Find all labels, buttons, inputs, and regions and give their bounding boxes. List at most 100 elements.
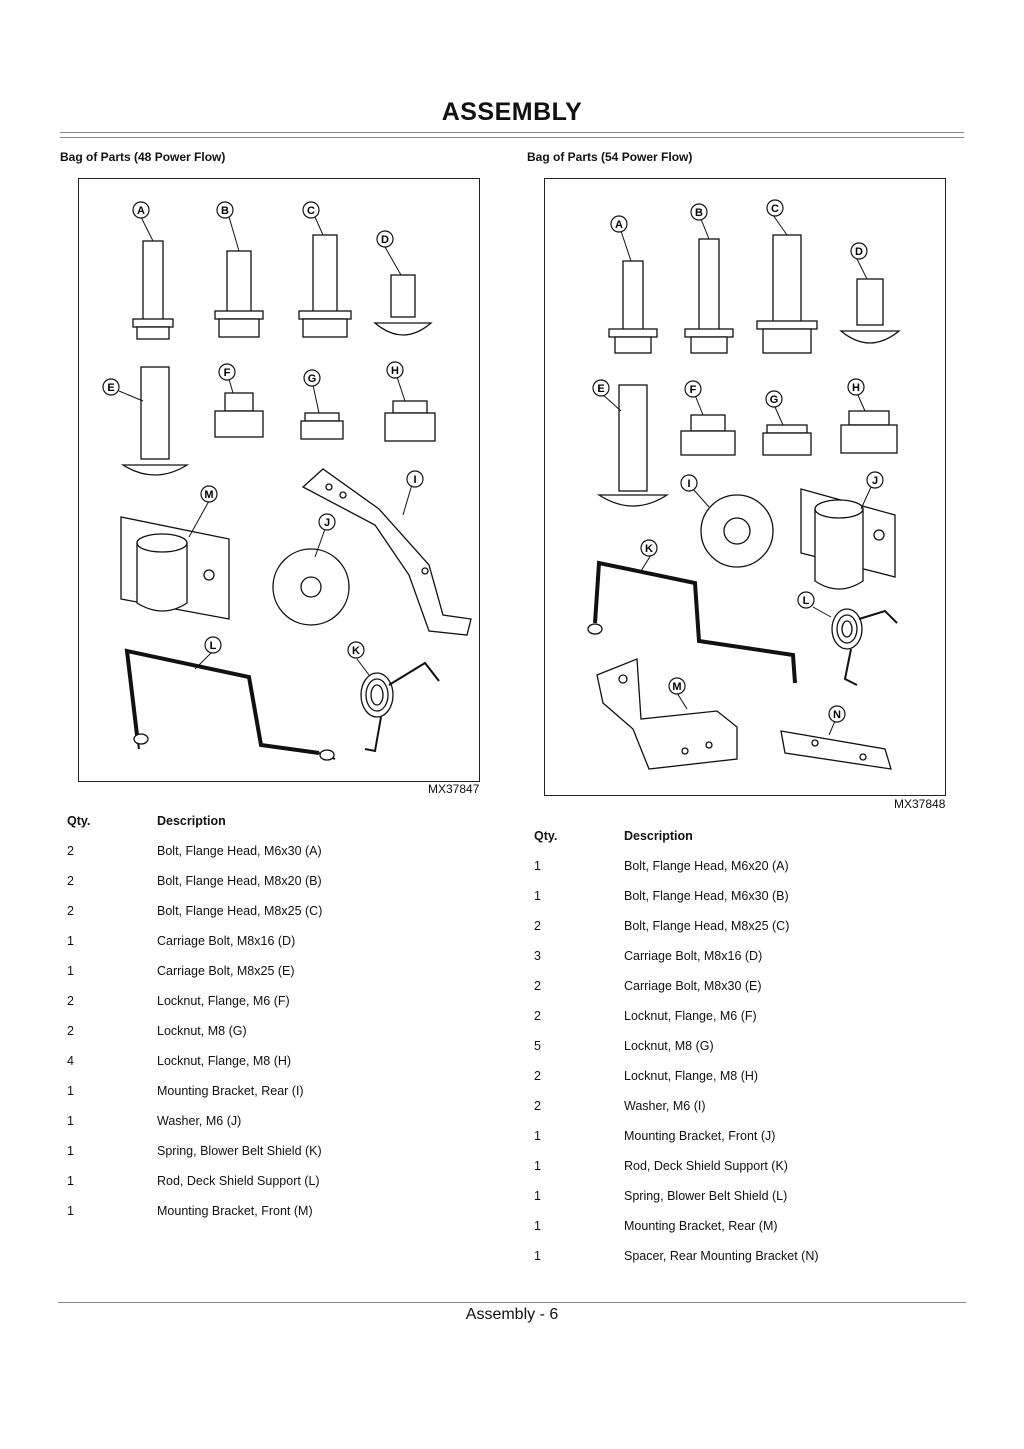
- svg-text:A: A: [137, 205, 145, 217]
- svg-text:F: F: [690, 384, 697, 396]
- qty-header: Qty.: [534, 829, 558, 843]
- svg-text:H: H: [391, 365, 399, 377]
- right-figure-code: MX37848: [894, 797, 946, 811]
- right-callout-l: L: [797, 591, 815, 609]
- left-callout-b: B: [216, 201, 234, 219]
- svg-text:G: G: [770, 394, 779, 406]
- bolt-b-drawing: [214, 216, 264, 338]
- svg-text:D: D: [381, 234, 389, 246]
- svg-text:M: M: [204, 489, 213, 501]
- svg-text:K: K: [352, 645, 360, 657]
- svg-text:G: G: [308, 373, 317, 385]
- right-parts-header: Qty. Description: [534, 829, 954, 859]
- carriage-bolt-d-drawing: [839, 258, 901, 344]
- washer-i-drawing: [692, 488, 774, 568]
- left-parts-illustration: A B C D E F G H I J K L M: [102, 201, 472, 761]
- description-header: Description: [624, 829, 693, 843]
- bolt-a-drawing: [132, 216, 174, 340]
- locknut-f-drawing: [214, 378, 264, 438]
- bracket-m-drawing: [596, 658, 738, 770]
- left-callout-a: A: [132, 201, 150, 219]
- svg-text:F: F: [224, 367, 231, 379]
- spacer-n-drawing: [780, 720, 892, 770]
- rod-k-drawing: [587, 554, 797, 684]
- left-heading: Bag of Parts (48 Power Flow): [60, 150, 226, 164]
- right-callout-d: D: [850, 242, 868, 260]
- left-callout-g: G: [303, 369, 321, 387]
- title-rule: [60, 132, 964, 133]
- bolt-a-drawing: [608, 230, 658, 354]
- right-parts-illustration: A B C D E F G H I J K L M N: [587, 199, 901, 770]
- right-parts-figure: A B C D E F G H I J K L M N: [544, 178, 946, 796]
- page-footer: Assembly - 6: [465, 1306, 559, 1323]
- left-callout-h: H: [386, 361, 404, 379]
- svg-text:L: L: [210, 640, 217, 652]
- locknut-g-drawing: [300, 384, 344, 440]
- right-callout-a: A: [610, 215, 628, 233]
- carriage-bolt-d-drawing: [373, 246, 433, 336]
- bracket-j-drawing: [800, 486, 896, 590]
- svg-text:N: N: [833, 709, 841, 721]
- locknut-h-drawing: [840, 392, 898, 454]
- right-callout-b: B: [690, 203, 708, 221]
- right-callout-h: H: [847, 378, 865, 396]
- right-callout-m: M: [668, 677, 686, 695]
- right-callout-j: J: [866, 471, 884, 489]
- spring-k-drawing: [356, 658, 440, 753]
- right-callout-i: I: [680, 474, 698, 492]
- bolt-c-drawing: [298, 216, 352, 338]
- right-callout-n: N: [828, 705, 846, 723]
- left-callout-d: D: [376, 230, 394, 248]
- svg-text:J: J: [872, 475, 878, 487]
- bracket-m-drawing: [120, 500, 230, 620]
- footer-rule: [58, 1302, 966, 1303]
- left-parts-header: Qty. Description: [67, 814, 487, 844]
- washer-j-drawing: [272, 528, 350, 626]
- right-callout-e: E: [592, 379, 610, 397]
- right-heading: Bag of Parts (54 Power Flow): [527, 150, 693, 164]
- left-figure-code: MX37847: [428, 782, 480, 796]
- svg-text:C: C: [771, 203, 779, 215]
- bolt-b-drawing: [684, 218, 734, 354]
- locknut-g-drawing: [762, 406, 812, 456]
- right-callout-g: G: [765, 390, 783, 408]
- rod-l-drawing: [124, 648, 336, 761]
- left-callout-e: E: [102, 378, 120, 396]
- svg-text:M: M: [672, 681, 681, 693]
- description-header: Description: [157, 814, 226, 828]
- svg-text:E: E: [107, 382, 114, 394]
- svg-text:C: C: [307, 205, 315, 217]
- left-callout-j: J: [318, 513, 336, 531]
- svg-text:H: H: [852, 382, 860, 394]
- svg-text:I: I: [687, 478, 690, 490]
- svg-text:D: D: [855, 246, 863, 258]
- left-callout-l: L: [204, 636, 222, 654]
- left-callout-k: K: [347, 641, 365, 659]
- left-callout-m: M: [200, 485, 218, 503]
- page-title: ASSEMBLY: [441, 98, 583, 126]
- qty-header: Qty.: [67, 814, 91, 828]
- spring-l-drawing: [812, 606, 898, 686]
- bracket-i-drawing: [301, 468, 472, 636]
